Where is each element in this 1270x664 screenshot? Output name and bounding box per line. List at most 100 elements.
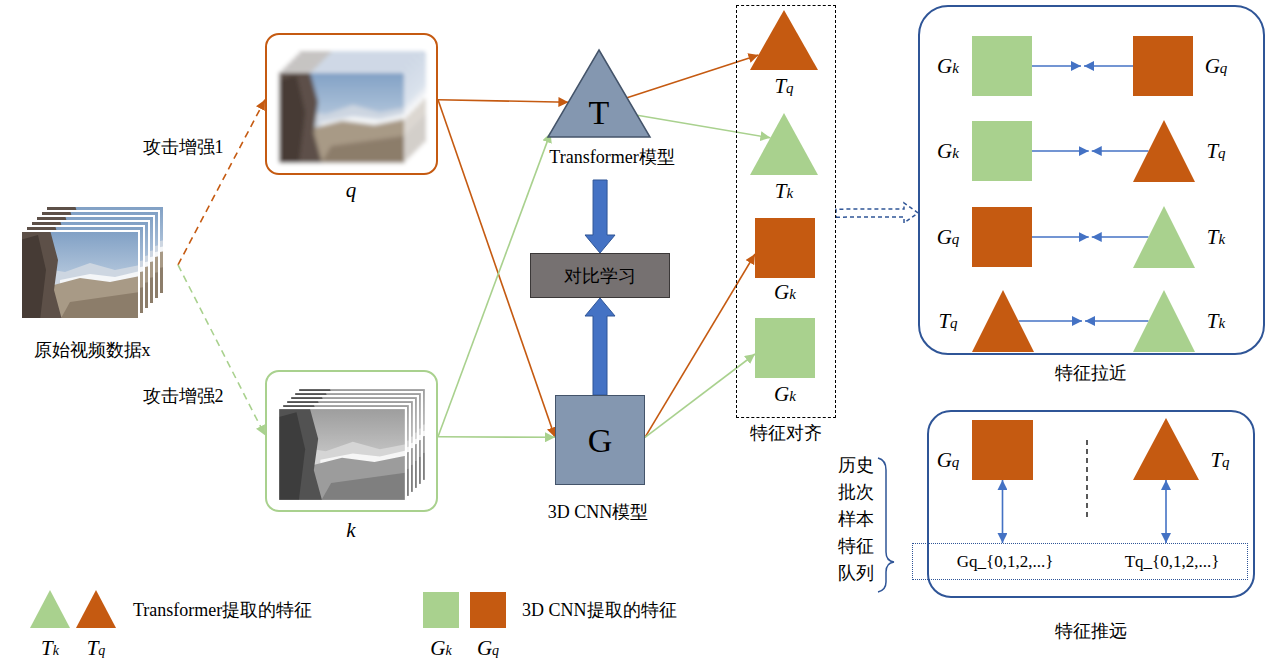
node-label: Tk [1207, 309, 1225, 333]
edge-label: 攻击增强1 [141, 137, 226, 158]
connector [645, 354, 755, 437]
legend-sample-label: Gk [430, 636, 451, 660]
align-box: 特征对齐TqTkGkGk [736, 5, 836, 418]
augmented-clip-box: k [265, 370, 438, 540]
cnn-square: G3D CNN模型 [528, 393, 670, 525]
node-label: Tq_{0,1,2,...} [1125, 552, 1220, 572]
legend-sample-label: Gq [477, 636, 499, 660]
node-label: 特征拉近 [1055, 363, 1127, 384]
converging-arrow [1092, 150, 1149, 152]
connector-line [1165, 480, 1167, 543]
queue-box: Gq_{0,1,2,...} Tq_{0,1,2,...} [912, 543, 1248, 580]
connector [438, 100, 568, 102]
connector-line [637, 115, 770, 138]
triangle-shape [1133, 290, 1195, 352]
node-label: 3D CNN模型 [548, 502, 649, 523]
feature-square: Gk [745, 215, 825, 303]
triangle-shape [1133, 206, 1195, 268]
node-label: Tq [774, 74, 793, 98]
converging-arrow [1019, 320, 1083, 322]
contrast-box: 对比学习 [530, 253, 670, 298]
node-label: Gq [937, 225, 960, 249]
feature-square: Gk [928, 33, 1036, 99]
triangle-outline [972, 290, 1034, 352]
converging-arrow [1032, 236, 1089, 238]
feature-square: Gq [1128, 33, 1240, 99]
feature-square: Gq [930, 416, 1038, 484]
connector-line [438, 100, 568, 102]
feature-triangle: Tq [1128, 118, 1240, 184]
connector-line [438, 436, 555, 438]
brace [878, 458, 894, 592]
legend-sample-label: Tq [87, 636, 106, 660]
connector [627, 55, 758, 98]
node-label: 特征推远 [1055, 621, 1127, 642]
feature-square: Gk [928, 118, 1036, 184]
triangle-outline [750, 113, 818, 175]
box-shape [972, 420, 1033, 480]
connector-line [1002, 480, 1004, 543]
converging-arrow [1084, 65, 1133, 67]
node-label: Gk [774, 382, 796, 406]
box-shape [972, 36, 1032, 96]
transformer-triangle: TTransformer模型 [528, 48, 698, 180]
node-label: Tk [775, 179, 793, 203]
box-shape [265, 370, 438, 512]
connector [1002, 480, 1003, 543]
legend-square [423, 592, 459, 628]
legend-triangle [76, 590, 116, 628]
triangle-outline [1133, 418, 1199, 480]
node-label: Tq [1206, 139, 1225, 163]
node-label: Tq [938, 309, 957, 333]
augmented-clip-box: q [265, 33, 438, 203]
node-label: Transformer模型 [549, 147, 674, 168]
triangle-shape [1133, 120, 1195, 182]
triangle-outline [750, 10, 818, 70]
node-label: 原始视频数据x [34, 340, 151, 361]
converging-arrow [1085, 320, 1149, 322]
triangle-outline [548, 50, 650, 137]
node-label: Gq_{0,1,2,...} [957, 552, 1054, 572]
legend-square [470, 592, 506, 628]
hollow-arrow [836, 203, 918, 223]
connector-line [178, 100, 265, 265]
node-label: Gk [937, 139, 959, 163]
triangle-outline [1133, 206, 1195, 268]
divider-line [1086, 440, 1087, 520]
feature-triangle: Tq [745, 8, 825, 98]
node-label: 对比学习 [564, 265, 636, 286]
box-shape [972, 121, 1032, 181]
node-label: 特征对齐 [750, 423, 822, 444]
box-shape [755, 218, 815, 278]
connector-line [627, 55, 758, 98]
feature-triangle: Tk [1128, 288, 1240, 354]
connector [585, 180, 615, 253]
feature-square: Gk [745, 315, 825, 407]
triangle-shape [1133, 418, 1199, 480]
legend-sample-label: Tk [41, 636, 59, 660]
box-shape [755, 318, 815, 378]
connector-line [645, 354, 755, 437]
video-node: 原始视频数据x [10, 196, 178, 364]
feature-square: Gq [928, 204, 1036, 270]
connector [1032, 151, 1149, 152]
box-shape [972, 207, 1032, 267]
triangle-outline [1133, 290, 1195, 352]
node-label: Tk [1207, 225, 1225, 249]
grayscale-frames [277, 387, 427, 502]
connector [1032, 237, 1149, 238]
node-label: Gq [937, 448, 960, 472]
triangle-shape [750, 10, 818, 70]
node-label: Gk [937, 54, 959, 78]
box-shape [1133, 36, 1193, 96]
node-label: k [346, 518, 355, 542]
connector [836, 203, 918, 223]
triangle-shape [750, 113, 818, 175]
triangle-shape [972, 290, 1034, 352]
node-label: Gk [774, 280, 796, 304]
connector [585, 298, 615, 395]
legend-label: Transformer提取的特征 [133, 600, 312, 621]
block-arrow [585, 180, 615, 253]
